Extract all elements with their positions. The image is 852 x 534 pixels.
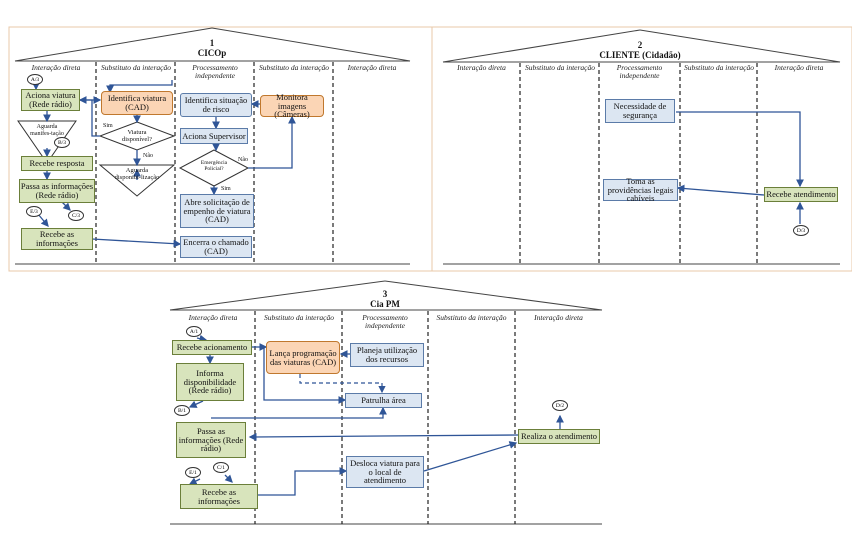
lanca-programacao-box: Lança programação das viaturas (CAD) — [266, 341, 340, 374]
recebe-informacoes-box: Recebe as informações — [21, 228, 93, 250]
panel1-arrows — [32, 80, 296, 248]
sim-label-2: Sim — [221, 186, 231, 192]
connector-e3: E/3 — [26, 206, 42, 217]
connector-a3: A/3 — [27, 74, 43, 85]
realiza-atendimento-box: Realiza o atendimento — [518, 429, 600, 444]
panel1-roof — [14, 27, 411, 265]
patrulha-area-box: Patrulha área — [345, 393, 422, 408]
panel3-col-4: Substituto da interação — [436, 313, 507, 322]
abre-solicitacao-box: Abre solicitação de empenho de viatura (… — [180, 194, 254, 228]
panel2-col-1: Interação direta — [457, 63, 506, 72]
recebe-informacoes-box-3: Recebe as informações — [180, 484, 258, 509]
connector-c1: C/1 — [213, 462, 229, 473]
panel3-roof — [169, 280, 603, 525]
recebe-atendimento-box: Recebe atendimento — [764, 187, 838, 202]
outer-frame — [8, 26, 852, 272]
panel2-col-4: Substituto da interação — [684, 63, 754, 72]
panel2-roof — [442, 29, 841, 265]
panel3-col-1: Interação direta — [188, 313, 238, 322]
desloca-viatura-box: Desloca viatura para o local de atendime… — [346, 456, 424, 488]
panel3-col-2: Substituto da interação — [264, 313, 334, 322]
connector-b3: B/3 — [54, 137, 70, 148]
passa-informacoes-box: Passa as informações (Rede rádio) — [19, 179, 95, 203]
panel1-col-5: Interação direta — [347, 63, 397, 72]
connector-d2: D/2 — [552, 400, 568, 411]
identifica-viatura-box: Identifica viatura (CAD) — [101, 91, 173, 115]
monitora-imagens-box: Monitora imagens (Câmeras) — [260, 92, 324, 119]
recebe-acionamento-box: Recebe acionamento — [172, 340, 252, 355]
aciona-viatura-box: Aciona viatura (Rede rádio) — [21, 89, 80, 111]
identifica-situacao-box: Identifica situação de risco — [180, 93, 252, 117]
panel1-dividers — [95, 62, 334, 264]
passa-informacoes-box-3: Passa as informações (Rede rádio) — [176, 422, 246, 458]
panel3-col-3: Processamento independente — [362, 313, 408, 330]
aguarda-disponibilizacao-text: Aguarda disponibi-lização — [114, 167, 160, 181]
aciona-supervisor-box: Aciona Supervisor — [180, 128, 248, 144]
planeja-utilizacao-box: Planeja utilização dos recursos — [350, 343, 424, 367]
panel2-arrows — [676, 111, 804, 224]
panel2-col-3: Processamento independente — [616, 63, 663, 80]
aguarda-manifestacao-text: Aguarda manifes-tação — [30, 124, 64, 137]
sim-label-1: Sim — [103, 123, 113, 129]
panel1-number: 1 — [209, 38, 215, 48]
emergencia-policial-text: Emergência Policial? — [200, 160, 228, 172]
panel3-name: Cia PM — [370, 299, 400, 309]
panel3-col-5: Interação direta — [534, 313, 583, 322]
viatura-disponivel-text: Viatura disponível? — [122, 129, 152, 143]
nao-label-2: Não — [238, 157, 248, 163]
necessidade-seguranca-box: Necessidade de segurança — [605, 99, 675, 123]
connector-a1: A/1 — [186, 326, 202, 337]
toma-providencias-box: Toma as providências legais cabíveis — [603, 176, 678, 203]
panel2-dividers — [519, 63, 758, 264]
panel3-title: 3 Cia PM — [345, 289, 425, 309]
panel1-col-3: Processamento independente — [192, 63, 238, 80]
connector-b1: B/1 — [174, 405, 190, 416]
panel1-col-2: Substituto da interação — [101, 63, 171, 72]
panel3-number: 3 — [382, 289, 388, 299]
panel1-name: CICOp — [197, 48, 227, 58]
informa-disponibilidade-box: Informa disponibilidade (Rede rádio) — [176, 363, 244, 401]
panel1-col-1: Interação direta — [31, 63, 81, 72]
dashed-arrow — [299, 374, 386, 394]
connector-c3: C/3 — [68, 210, 84, 221]
panel2-title: 2 CLIENTE (Cidadão) — [590, 40, 690, 60]
recebe-resposta-box: Recebe resposta — [21, 156, 93, 171]
panel1-title: 1 CICOp — [172, 38, 252, 58]
encerra-chamado-box: Encerra o chamado (CAD) — [180, 236, 252, 258]
nao-label-1: Não — [143, 153, 153, 159]
panel3-arrows — [188, 334, 564, 496]
connector-d3: D/3 — [793, 225, 809, 236]
panel2-number: 2 — [637, 40, 643, 50]
panel2-col-2: Substituto da interação — [525, 63, 595, 72]
connector-e1: E/1 — [185, 467, 201, 478]
panel2-col-5: Interação direta — [774, 63, 824, 72]
panel1-col-4: Substituto da interação — [259, 63, 329, 72]
panel2-name: CLIENTE (Cidadão) — [599, 50, 681, 60]
